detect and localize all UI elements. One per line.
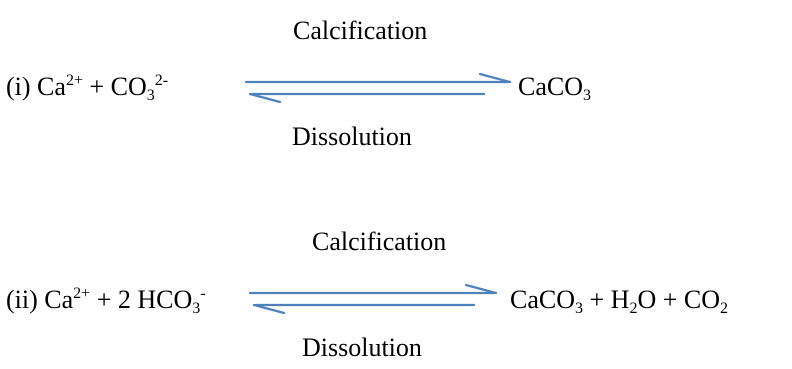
reaction-1-reverse-label: Dissolution <box>292 122 412 151</box>
equilibrium-arrow-icon <box>244 72 512 104</box>
formula-superscript: 2+ <box>65 72 83 89</box>
formula-superscript: 2- <box>154 72 169 89</box>
formula-superscript: - <box>200 285 206 302</box>
formula-text: CaCO <box>518 72 583 101</box>
equilibrium-arrow-icon <box>248 283 498 315</box>
formula-text: Ca <box>44 285 74 314</box>
formula-text: + 2 HCO <box>90 285 193 314</box>
reaction-2-number: (ii) <box>6 285 38 314</box>
formula-subscript: 2 <box>629 300 638 317</box>
reaction-2-forward-label: Calcification <box>312 227 447 256</box>
reaction-1-number: (i) <box>6 72 31 101</box>
formula-text: CaCO <box>510 285 575 314</box>
reaction-1-forward-label: Calcification <box>293 16 428 45</box>
formula-subscript: 3 <box>575 300 583 317</box>
reaction-2-reactants: Ca2+ + 2 HCO3- <box>44 285 206 317</box>
formula-subscript: 2 <box>720 300 729 317</box>
formula-text: Ca <box>37 72 66 101</box>
formula-text: + H <box>583 285 630 314</box>
reaction-2-products: CaCO3 + H2O + CO2 <box>510 285 728 317</box>
reaction-1-products: CaCO3 <box>518 72 591 104</box>
formula-subscript: 3 <box>146 87 155 104</box>
reaction-2-equation-left: (ii) Ca2+ + 2 HCO3- <box>6 285 206 317</box>
reaction-2-reverse-label: Dissolution <box>302 333 422 362</box>
formula-superscript: 2+ <box>73 285 91 302</box>
formula-text: O + CO <box>637 285 721 314</box>
reaction-1-equation-left: (i) Ca2+ + CO32- <box>6 72 169 104</box>
formula-subscript: 3 <box>192 300 201 317</box>
formula-text: + CO <box>82 72 147 101</box>
formula-subscript: 3 <box>583 87 591 104</box>
reaction-1-reactants: Ca2+ + CO32- <box>37 72 169 104</box>
